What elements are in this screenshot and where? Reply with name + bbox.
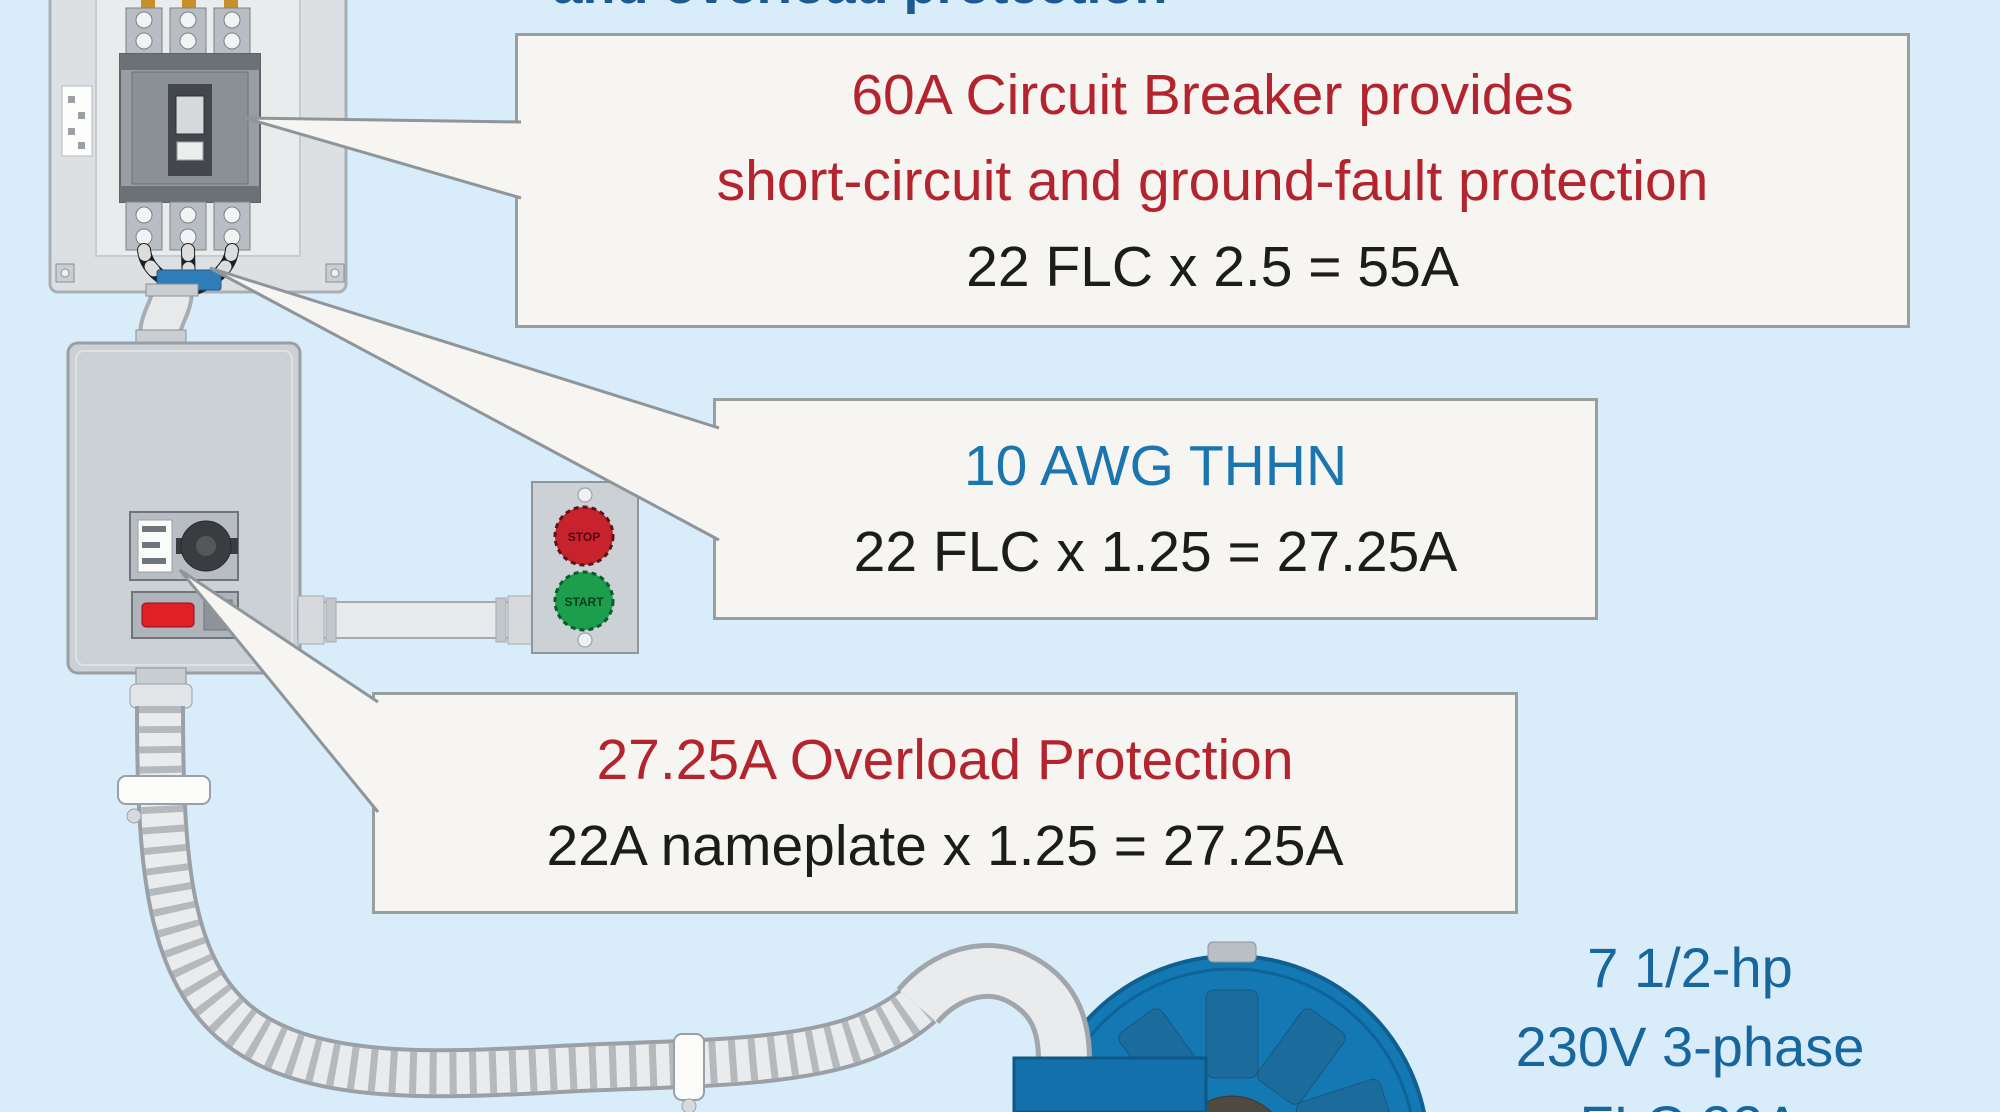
motor [896, 941, 1426, 1112]
breaker-bottom-lugs [125, 201, 251, 251]
motor-rating-hp: 7 1/2-hp [1587, 936, 1793, 999]
pushbutton-station: STOP START [531, 481, 639, 654]
stop-button-label: STOP [568, 530, 600, 544]
breaker-handle [168, 84, 212, 176]
callout-conductor-formula: 22 FLC x 1.25 = 27.25A [853, 520, 1458, 584]
reset-button-row [131, 591, 239, 639]
callout-overload: 27.25A Overload Protection 22A nameplate… [372, 692, 1518, 914]
breaker-top-lugs [125, 7, 251, 55]
starter-enclosure [66, 341, 302, 675]
stop-button: STOP [553, 505, 615, 567]
panel-to-starter-conduit [135, 283, 199, 348]
motor-rating-label: 7 1/2-hp 230V 3-phase FLC 22A [1430, 928, 1950, 1112]
callout-conductor: 10 AWG THHN 22 FLC x 1.25 = 27.25A [713, 398, 1598, 620]
panel-label-sticker [61, 85, 93, 157]
callout-breaker-line2: short-circuit and ground-fault protectio… [716, 148, 1709, 213]
circuit-breaker [119, 7, 261, 251]
callout-breaker-line1: 60A Circuit Breaker provides [851, 62, 1574, 127]
pushbutton-conduit [297, 595, 535, 645]
motor-hub [1192, 1095, 1272, 1112]
selector-switch-panel [129, 511, 239, 581]
start-button-label: START [564, 595, 604, 609]
plate-screw-top [577, 487, 593, 503]
plate-screw-bottom [577, 632, 593, 648]
motor-rating-flc: FLC 22A [1430, 1086, 1950, 1112]
motor-conduit-elbow [896, 943, 1092, 1088]
start-button: START [553, 570, 615, 632]
callout-breaker: 60A Circuit Breaker provides short-circu… [515, 33, 1910, 328]
callout-conductor-line1: 10 AWG THHN [963, 434, 1348, 498]
callout-breaker-formula: 22 FLC x 2.5 = 55A [966, 234, 1459, 299]
reset-button [141, 602, 195, 628]
motor-rating-voltage: 230V 3-phase [1515, 1015, 1865, 1078]
clipped-heading: and overload protection [520, 0, 1200, 16]
motor-junction-box [1012, 1056, 1208, 1112]
motor-lift-tab [1207, 941, 1257, 963]
callout-overload-line1: 27.25A Overload Protection [596, 728, 1294, 792]
conduit-clamp [673, 1033, 705, 1112]
callout-overload-formula: 22A nameplate x 1.25 = 27.25A [546, 814, 1344, 878]
flexible-conduit [117, 667, 937, 1112]
